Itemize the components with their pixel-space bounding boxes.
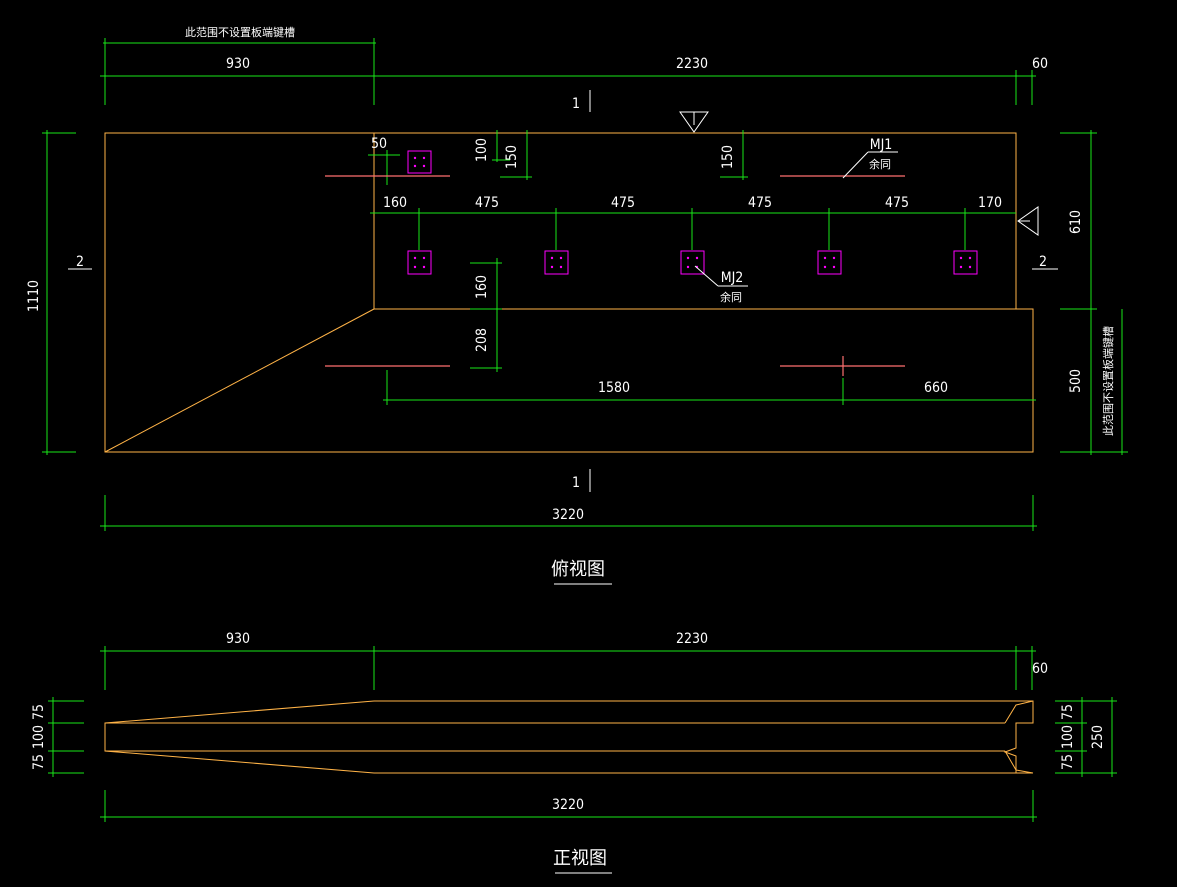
- dim-150-b: 150: [720, 145, 736, 169]
- dim-150-a: 150: [504, 145, 520, 169]
- front-right-dim-75-a: 75: [1060, 704, 1076, 720]
- dim-475-3: 475: [748, 195, 772, 211]
- dim-2230: 2230: [676, 56, 708, 72]
- front-right-dim-75-b: 75: [1060, 754, 1076, 770]
- dim-475-4: 475: [885, 195, 909, 211]
- front-left-dim-75-b: 75: [31, 754, 47, 770]
- dim-3220-top: 3220: [552, 507, 584, 523]
- side-level-marker: [1017, 206, 1039, 236]
- dim-160-vert: 160: [474, 275, 490, 299]
- front-right-dim-100: 100: [1060, 725, 1076, 749]
- section-mark-top: 1: [572, 96, 580, 112]
- dim-208: 208: [474, 328, 490, 352]
- inner-outline: [373, 133, 1016, 310]
- dim-660: 660: [924, 380, 948, 396]
- mj1-label: MJ1: [870, 137, 893, 153]
- diagonal-line: [104, 308, 375, 453]
- mj2-sub: 余同: [720, 290, 742, 304]
- front-dim-2230: 2230: [676, 631, 708, 647]
- slab-outline: [104, 132, 1034, 453]
- front-dim-60: 60: [1032, 661, 1048, 677]
- front-dim-3220: 3220: [552, 797, 584, 813]
- dim-1110: 1110: [26, 280, 42, 312]
- top-view: 此范围不设置板端键槽 930 2230 60 1 1110 2 2: [26, 25, 1128, 585]
- dim-475-1: 475: [475, 195, 499, 211]
- top-view-title: 俯视图: [551, 559, 605, 580]
- front-right-dim-250: 250: [1090, 725, 1106, 749]
- embed-mj1-top: [407, 150, 432, 174]
- front-left-dim-100: 100: [31, 725, 47, 749]
- dim-60: 60: [1032, 56, 1048, 72]
- dim-1580: 1580: [598, 380, 630, 396]
- section-mark-left: 2: [76, 254, 84, 270]
- right-note: 此范围不设置板端键槽: [1101, 326, 1115, 436]
- front-view: 930 2230 60 75 100 75 75 100 75 250: [31, 631, 1117, 874]
- mj2-label: MJ2: [721, 270, 744, 286]
- dim-100: 100: [474, 138, 490, 162]
- dim-50: 50: [371, 136, 387, 152]
- mj1-sub: 余同: [869, 157, 891, 171]
- top-note: 此范围不设置板端键槽: [185, 25, 295, 39]
- dim-160-row: 160: [383, 195, 407, 211]
- front-view-title: 正视图: [553, 848, 607, 869]
- front-dim-930: 930: [226, 631, 250, 647]
- front-profile: [104, 700, 1034, 774]
- section-mark-right: 2: [1039, 254, 1047, 270]
- section-mark-bottom: 1: [572, 475, 580, 491]
- dim-610: 610: [1068, 210, 1084, 234]
- dim-500: 500: [1068, 369, 1084, 393]
- dim-475-2: 475: [611, 195, 635, 211]
- front-left-dim-75-a: 75: [31, 704, 47, 720]
- dim-930: 930: [226, 56, 250, 72]
- dim-170: 170: [978, 195, 1002, 211]
